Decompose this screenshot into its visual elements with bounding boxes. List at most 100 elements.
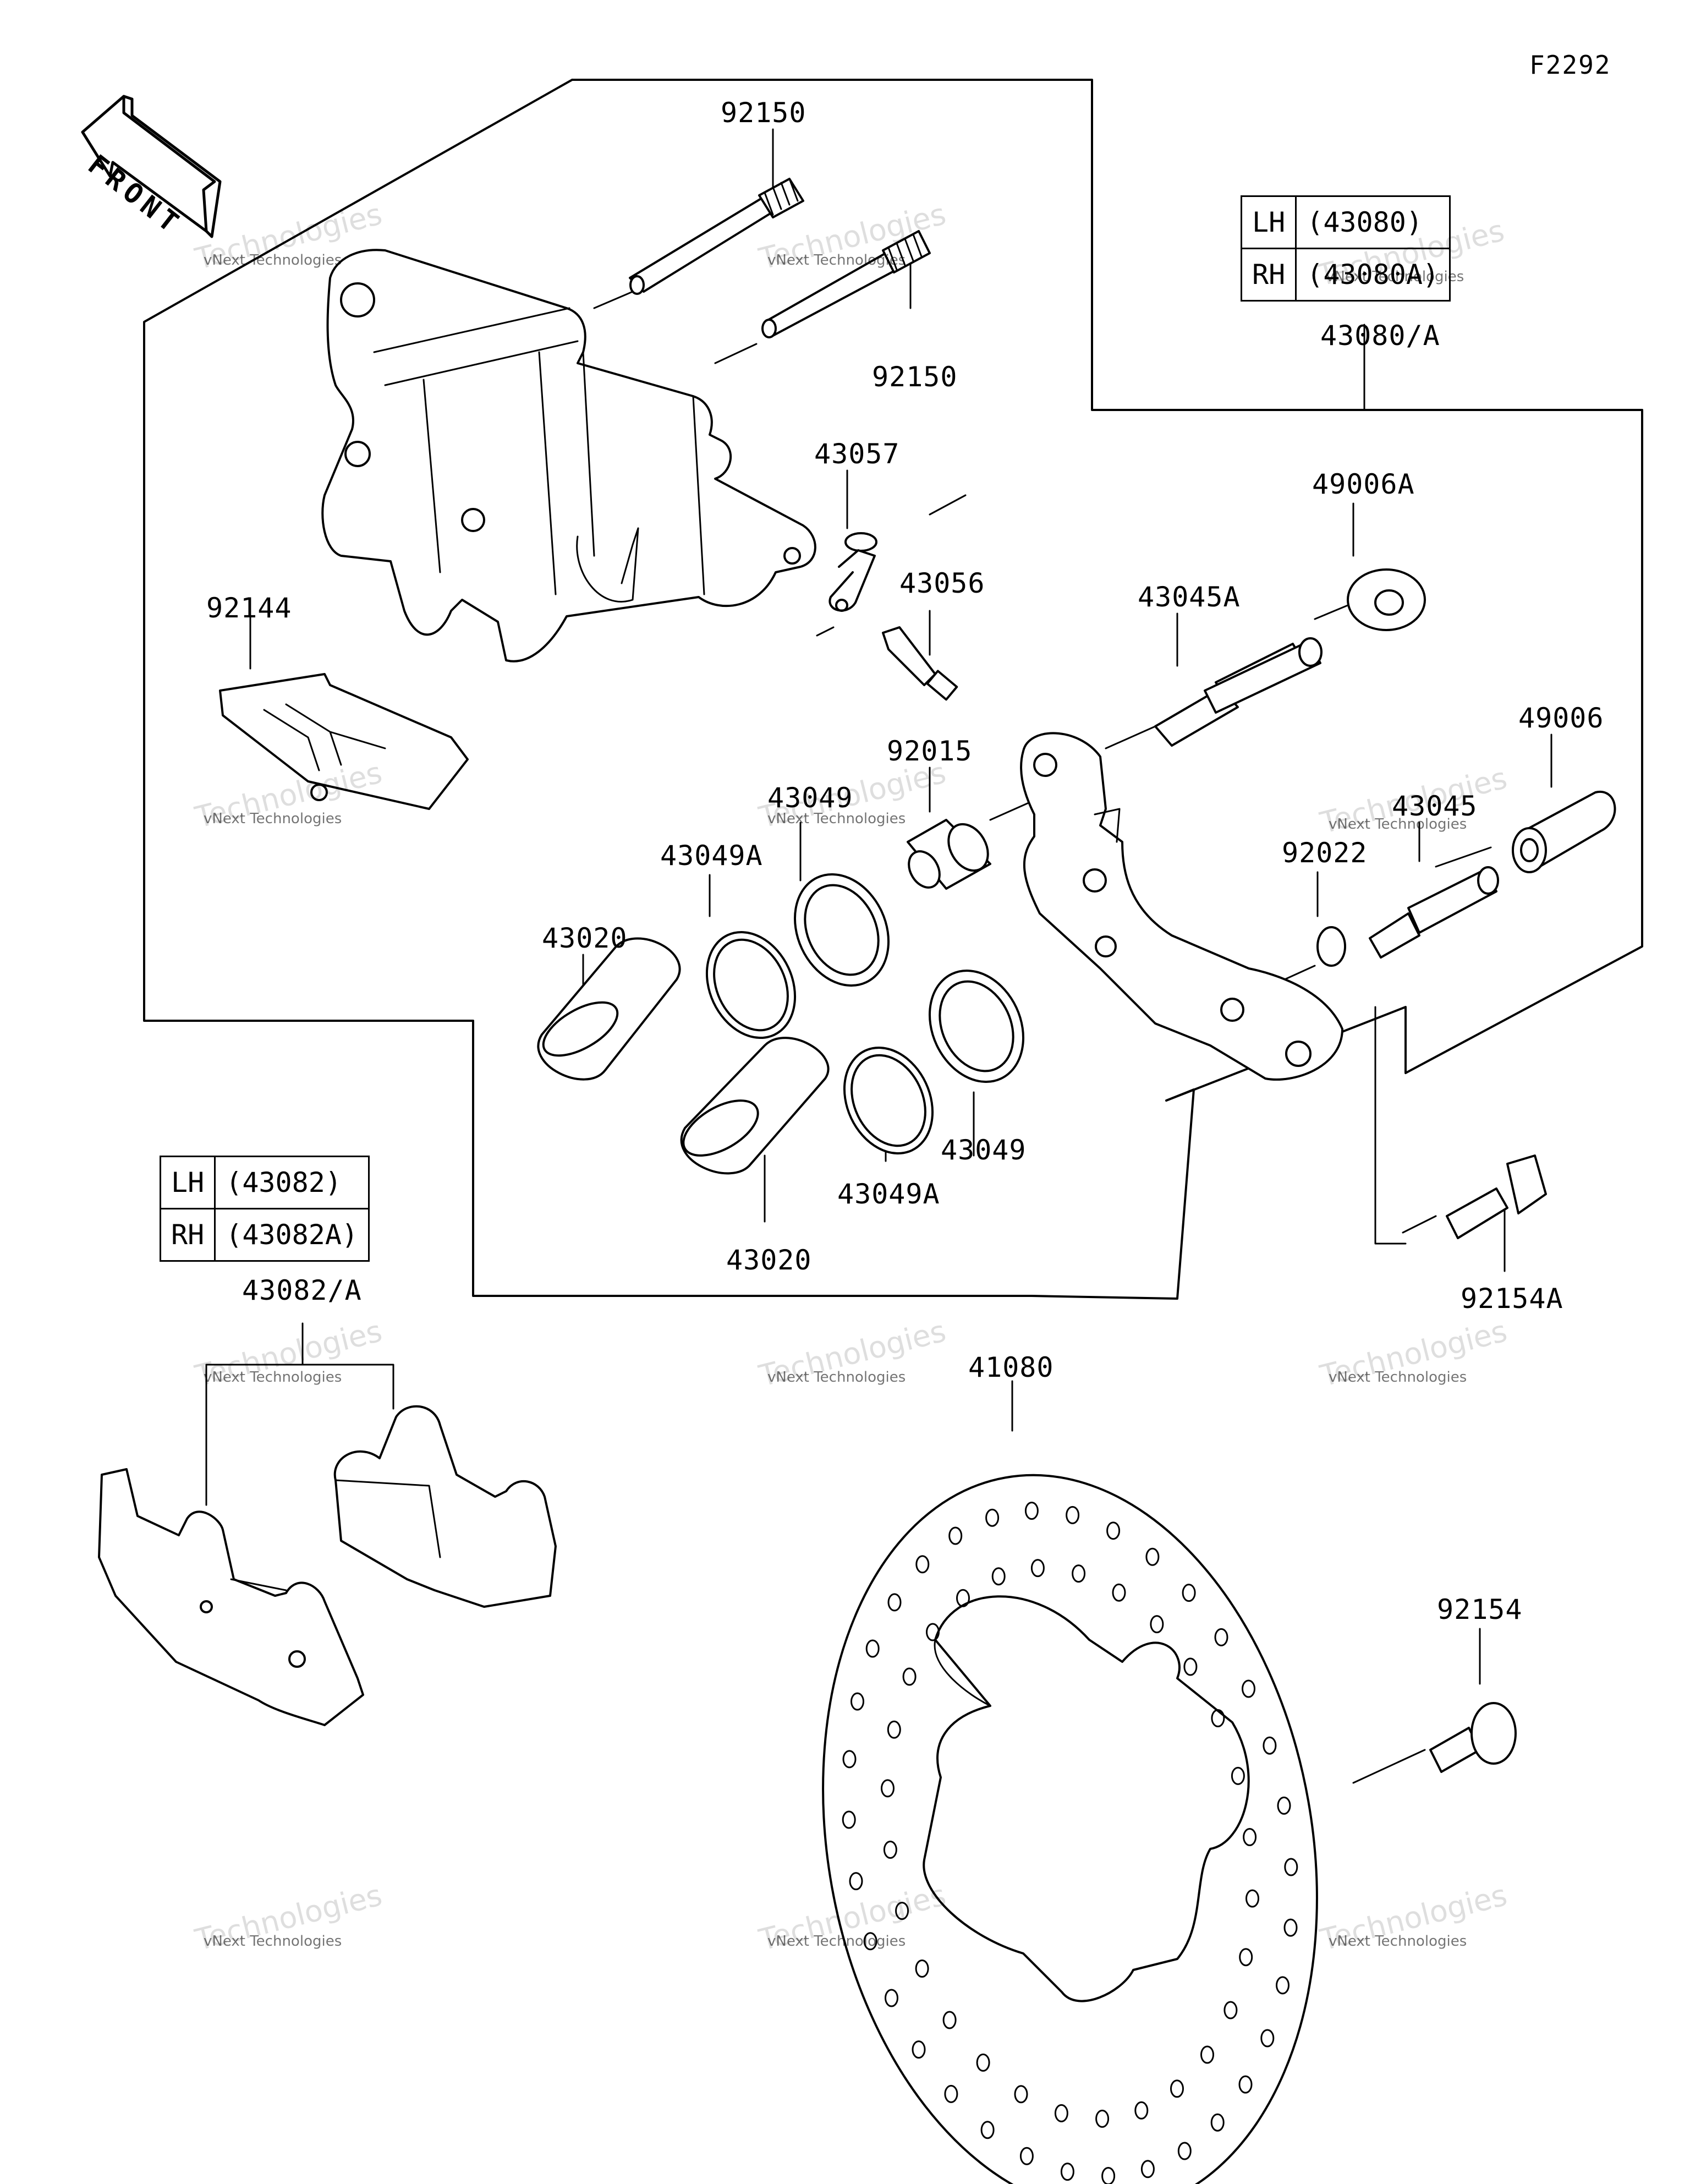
vent-hole <box>1030 1559 1045 1578</box>
vent-hole <box>885 1989 898 2007</box>
part-label-43080[interactable]: 43080/A <box>1320 320 1440 352</box>
vent-hole <box>956 1589 970 1607</box>
bolt-92154A <box>1446 1154 1547 1239</box>
side-cell: RH <box>1240 248 1297 302</box>
vent-hole <box>944 2084 958 2103</box>
part-label-43082[interactable]: 43082/A <box>242 1274 362 1306</box>
vent-hole <box>1134 2101 1149 2120</box>
vent-hole <box>980 2121 995 2139</box>
seal-43049A-upper <box>705 930 797 1039</box>
vent-hole <box>1231 1766 1245 1785</box>
side-cell: RH <box>159 1208 216 1262</box>
part-label-43045[interactable]: 43045 <box>1392 790 1478 822</box>
part-label-92022[interactable]: 92022 <box>1282 837 1368 869</box>
part-label-92154[interactable]: 92154 <box>1437 1594 1523 1625</box>
brake-pad-left <box>98 1468 364 1726</box>
vent-hole <box>912 2040 926 2059</box>
pad-spring-92144 <box>219 673 469 810</box>
vent-hole <box>1112 1583 1126 1602</box>
part-cell: (43080) <box>1295 195 1451 249</box>
part-label-43020-upper[interactable]: 43020 <box>542 922 628 954</box>
vent-hole <box>1024 1502 1039 1520</box>
part-label-43049A-upper[interactable]: 43049A <box>660 840 763 872</box>
part-label-43057[interactable]: 43057 <box>814 438 900 470</box>
part-label-43049-upper[interactable]: 43049 <box>767 782 853 814</box>
part-label-92150-top[interactable]: 92150 <box>721 97 806 129</box>
brake-disc-41080 <box>822 1474 1318 2184</box>
front-arrow-icon <box>81 95 222 238</box>
part-label-41080[interactable]: 41080 <box>968 1351 1054 1383</box>
part-label-92144[interactable]: 92144 <box>206 592 292 624</box>
part-label-49006A[interactable]: 49006A <box>1312 468 1415 500</box>
bleeder-screw-43056 <box>882 626 958 701</box>
leader-lines <box>205 128 1552 1784</box>
vent-hole <box>1145 1547 1160 1566</box>
part-label-43020-lower[interactable]: 43020 <box>726 1244 812 1276</box>
boot-49006A <box>1347 568 1426 631</box>
vent-hole <box>1060 2163 1074 2181</box>
washer-92022 <box>1316 926 1346 967</box>
vent-hole <box>895 1902 909 1920</box>
caliper-body <box>321 249 816 663</box>
part-label-43056[interactable]: 43056 <box>899 567 985 599</box>
vent-hole <box>1242 1679 1255 1698</box>
bushing-92015 <box>907 819 991 890</box>
vent-hole <box>1277 1796 1291 1815</box>
part-cell: (43080A) <box>1295 248 1451 302</box>
vent-hole <box>1095 2109 1110 2128</box>
side-cell: LH <box>159 1156 216 1209</box>
vent-hole <box>887 1720 901 1739</box>
part-label-43045A[interactable]: 43045A <box>1138 581 1241 613</box>
vent-hole <box>991 1567 1006 1586</box>
vent-hole <box>1239 1948 1253 1967</box>
brake-pad-right <box>333 1405 557 1608</box>
part-label-92150-bottom[interactable]: 92150 <box>872 361 958 393</box>
vent-hole <box>976 2053 990 2072</box>
vent-hole <box>915 1555 930 1574</box>
part-label-43049A-lower[interactable]: 43049A <box>837 1178 940 1210</box>
vent-hole <box>1276 1976 1290 1995</box>
part-cell: (43082A) <box>214 1208 370 1262</box>
part-cell: (43082) <box>214 1156 370 1209</box>
table-row: RH (43080A) <box>1240 248 1451 302</box>
vent-hole <box>1150 1615 1164 1634</box>
part-label-49006[interactable]: 49006 <box>1518 702 1604 734</box>
part-label-92154A[interactable]: 92154A <box>1461 1283 1563 1315</box>
vent-hole <box>1260 2029 1275 2048</box>
table-row: LH (43080) <box>1240 195 1451 249</box>
vent-hole <box>926 1623 940 1641</box>
table-row: RH (43082A) <box>159 1208 370 1262</box>
vent-hole <box>942 2011 957 2029</box>
vent-hole <box>1243 1828 1257 1846</box>
vent-hole <box>1283 1918 1298 1937</box>
vent-hole <box>863 1932 877 1951</box>
part-label-43049-lower[interactable]: 43049 <box>941 1134 1027 1166</box>
figure-code: F2292 <box>1529 50 1611 80</box>
bleeder-cap-43057 <box>828 532 877 612</box>
seal-43049-upper <box>793 873 890 987</box>
vent-hole <box>842 1810 856 1829</box>
vent-hole <box>1170 2079 1184 2098</box>
vent-hole <box>851 1692 864 1711</box>
seal-43049A-lower <box>843 1046 934 1155</box>
slide-pin-43045A <box>1154 637 1323 747</box>
vent-hole <box>842 1750 857 1769</box>
vent-hole <box>902 1667 917 1686</box>
vent-hole <box>1066 1506 1080 1524</box>
seal-43049-lower <box>928 970 1025 1083</box>
vent-hole <box>1210 2113 1225 2132</box>
vent-hole <box>948 1526 963 1545</box>
side-cell: LH <box>1240 195 1297 249</box>
vent-hole <box>1072 1564 1086 1583</box>
part-label-92015[interactable]: 92015 <box>887 735 973 767</box>
bolt-92154 <box>1429 1702 1517 1773</box>
table-row: LH (43082) <box>159 1156 370 1209</box>
vent-hole <box>1238 2075 1253 2094</box>
vent-hole <box>1223 2001 1238 2019</box>
vent-hole <box>1019 2147 1034 2165</box>
vent-hole <box>1177 2142 1192 2160</box>
caliper-variant-table: LH (43080) RH (43080A) <box>1240 195 1451 302</box>
vent-hole <box>1014 2085 1028 2104</box>
vent-hole <box>1106 1521 1121 1540</box>
